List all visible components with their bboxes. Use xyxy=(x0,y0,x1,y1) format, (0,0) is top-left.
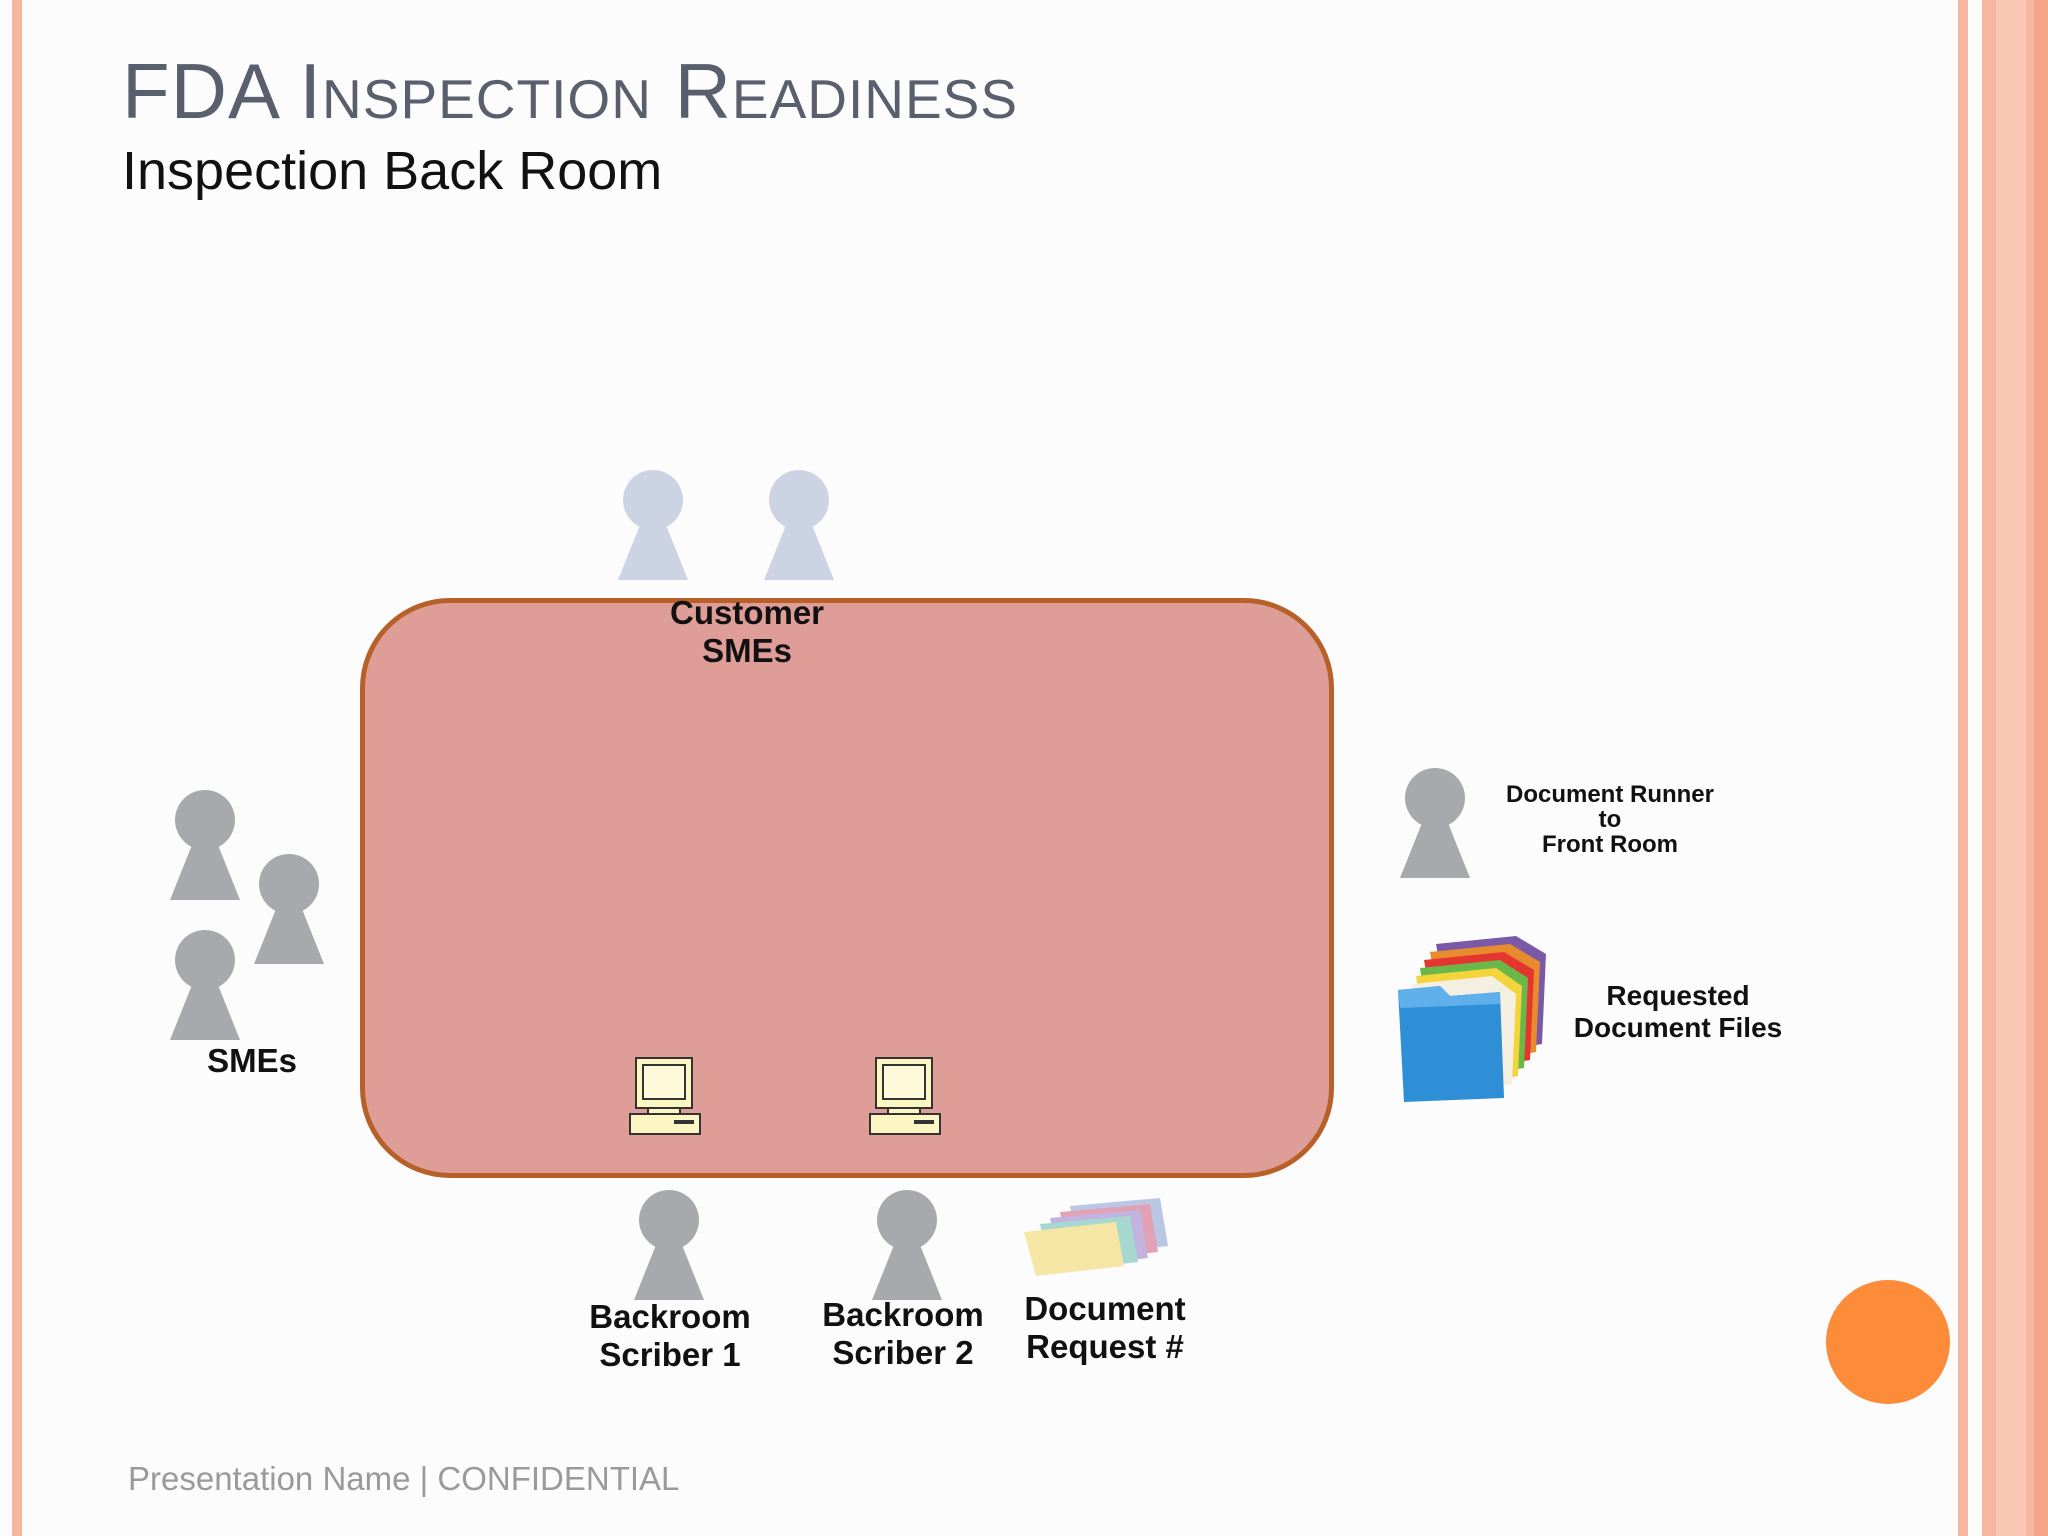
right-stripe-thin xyxy=(1958,0,1968,1536)
person-icon xyxy=(170,790,240,900)
person-icon xyxy=(170,930,240,1040)
right-stripe-inner xyxy=(1996,0,2026,1536)
computer-icon xyxy=(869,1057,941,1135)
person-icon xyxy=(872,1190,942,1300)
conference-table xyxy=(360,598,1334,1178)
person-icon xyxy=(1400,768,1470,878)
person-icon xyxy=(618,470,688,580)
accent-circle xyxy=(1826,1280,1950,1404)
scriber-1-label: Backroom Scriber 1 xyxy=(589,1298,751,1373)
scriber-2-label: Backroom Scriber 2 xyxy=(822,1296,984,1371)
cards-icon xyxy=(1024,1198,1168,1276)
computer-icon xyxy=(629,1057,701,1135)
smes-label: SMEs xyxy=(207,1042,297,1079)
document-runner-label: Document Runner to Front Room xyxy=(1505,781,1714,859)
slide-title: FDA Inspection Readiness xyxy=(122,47,1019,135)
slide-subtitle: Inspection Back Room xyxy=(122,141,663,201)
customer-smes-label: Customer SMEs xyxy=(669,594,825,669)
person-icon xyxy=(764,470,834,580)
requested-files-label: Requested Document Files xyxy=(1573,980,1783,1044)
document-request-label: Document Request # xyxy=(1024,1290,1186,1365)
left-stripe xyxy=(12,0,22,1536)
folder-icon xyxy=(1398,936,1546,1102)
right-stripe-edge xyxy=(2034,0,2048,1536)
person-icon xyxy=(634,1190,704,1300)
person-icon xyxy=(254,854,324,964)
footer-text: Presentation Name | CONFIDENTIAL xyxy=(128,1460,680,1497)
